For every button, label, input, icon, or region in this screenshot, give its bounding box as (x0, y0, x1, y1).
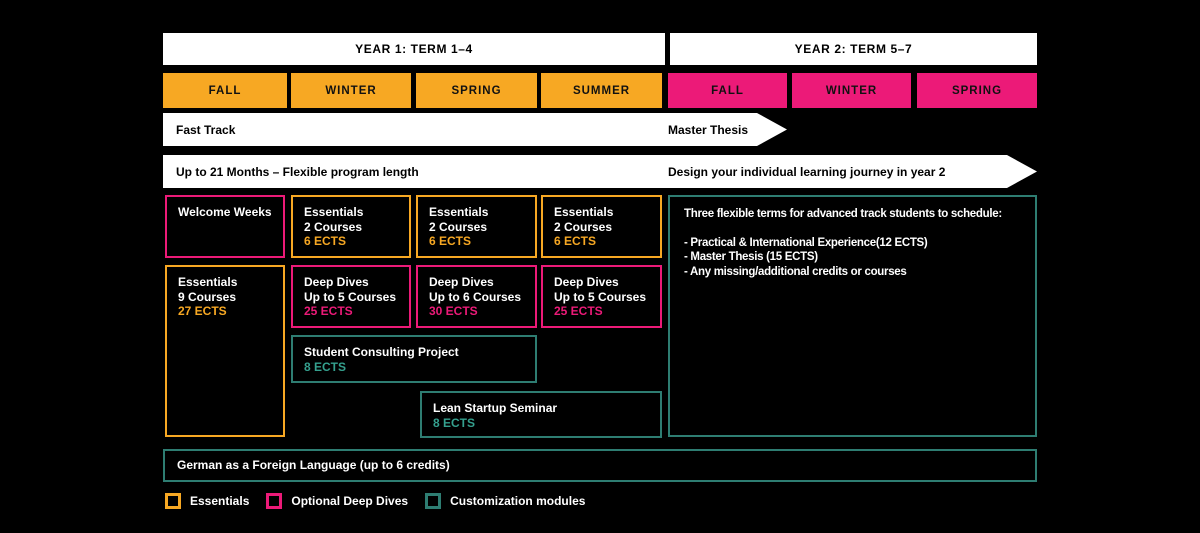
legend-label: Essentials (190, 494, 250, 508)
legend-item-optional-deep-dives: Optional Deep Dives (266, 493, 408, 509)
year2-header: YEAR 2: TERM 5–7 (670, 33, 1037, 65)
fast-track-banner: Fast Track Master Thesis (163, 113, 787, 146)
module-german-language: German as a Foreign Language (up to 6 cr… (163, 449, 1037, 482)
legend-label: Optional Deep Dives (291, 494, 409, 508)
module-subtitle: Up to 5 Courses (554, 289, 647, 304)
module-deep-dives-summer: Deep Dives Up to 5 Courses 25 ECTS (541, 265, 662, 328)
module-ects: 30 ECTS (429, 304, 478, 318)
module-title: Essentials (304, 205, 364, 219)
module-ects: 8 ECTS (433, 415, 476, 430)
legend-label: Customization modules (450, 494, 586, 508)
module-subtitle: Up to 5 Courses (304, 289, 397, 304)
flexible-terms-item: - Practical & International Experience(1… (684, 236, 928, 249)
module-subtitle: 9 Courses (178, 289, 237, 304)
deep-dives-swatch-icon (266, 493, 283, 509)
term-winter-year1: WINTER (291, 73, 411, 108)
flexible-terms-item: - Any missing/additional credits or cour… (684, 265, 907, 278)
module-flexible-terms: Three flexible terms for advanced track … (668, 195, 1037, 437)
module-subtitle: 2 Courses (429, 219, 488, 234)
module-subtitle: Up to 6 Courses (429, 289, 522, 304)
module-ects: 8 ECTS (304, 359, 347, 374)
module-title: Lean Startup Seminar (433, 401, 558, 415)
customization-swatch-icon (425, 493, 442, 509)
module-subtitle: 2 Courses (304, 219, 363, 234)
module-title: Essentials (554, 205, 614, 219)
module-ects: 25 ECTS (304, 304, 353, 318)
module-title: Deep Dives (304, 275, 369, 289)
module-deep-dives-spring: Deep Dives Up to 6 Courses 30 ECTS (416, 265, 537, 328)
module-ects: 27 ECTS (178, 304, 227, 318)
module-title: Deep Dives (429, 275, 494, 289)
module-subtitle: 2 Courses (554, 219, 613, 234)
module-ects: 6 ECTS (429, 234, 472, 248)
flexible-terms-title: Three flexible terms for advanced track … (684, 208, 1002, 220)
module-title: Welcome Weeks (178, 205, 272, 219)
term-spring-year1: SPRING (416, 73, 537, 108)
program-length-label: Up to 21 Months – Flexible program lengt… (176, 164, 419, 179)
module-essentials-winter: Essentials 2 Courses 6 ECTS (291, 195, 411, 258)
legend-item-essentials: Essentials (165, 493, 249, 509)
fast-track-label: Fast Track (176, 122, 236, 137)
legend-item-customization-modules: Customization modules (425, 493, 585, 509)
module-essentials-spring: Essentials 2 Courses 6 ECTS (416, 195, 537, 258)
module-essentials-fall: Essentials 9 Courses 27 ECTS (165, 265, 285, 437)
module-deep-dives-winter: Deep Dives Up to 5 Courses 25 ECTS (291, 265, 411, 328)
module-lean-startup-seminar: Lean Startup Seminar 8 ECTS (420, 391, 662, 438)
term-winter-year2: WINTER (792, 73, 911, 108)
term-fall-year1: FALL (163, 73, 287, 108)
master-thesis-label: Master Thesis (668, 122, 749, 137)
module-title: Deep Dives (554, 275, 619, 289)
spacer (684, 222, 1025, 236)
term-fall-year2: FALL (668, 73, 787, 108)
module-student-consulting-project: Student Consulting Project 8 ECTS (291, 335, 537, 383)
module-ects: 6 ECTS (554, 234, 597, 248)
module-title: German as a Foreign Language (up to 6 cr… (177, 458, 450, 473)
module-welcome-weeks: Welcome Weeks (165, 195, 285, 258)
term-spring-year2: SPRING (917, 73, 1037, 108)
essentials-swatch-icon (165, 493, 181, 509)
module-ects: 25 ECTS (554, 304, 603, 318)
learning-journey-label: Design your individual learning journey … (668, 164, 946, 179)
module-ects: 6 ECTS (304, 234, 347, 248)
module-title: Essentials (178, 275, 238, 289)
program-length-banner: Up to 21 Months – Flexible program lengt… (163, 155, 1037, 188)
module-title: Student Consulting Project (304, 345, 459, 359)
module-title: Essentials (429, 205, 489, 219)
legend: Essentials Optional Deep Dives Customiza… (165, 493, 602, 509)
module-essentials-summer: Essentials 2 Courses 6 ECTS (541, 195, 662, 258)
term-summer-year1: SUMMER (541, 73, 662, 108)
flexible-terms-item: - Master Thesis (15 ECTS) (684, 251, 818, 263)
year1-header: YEAR 1: TERM 1–4 (163, 33, 665, 65)
